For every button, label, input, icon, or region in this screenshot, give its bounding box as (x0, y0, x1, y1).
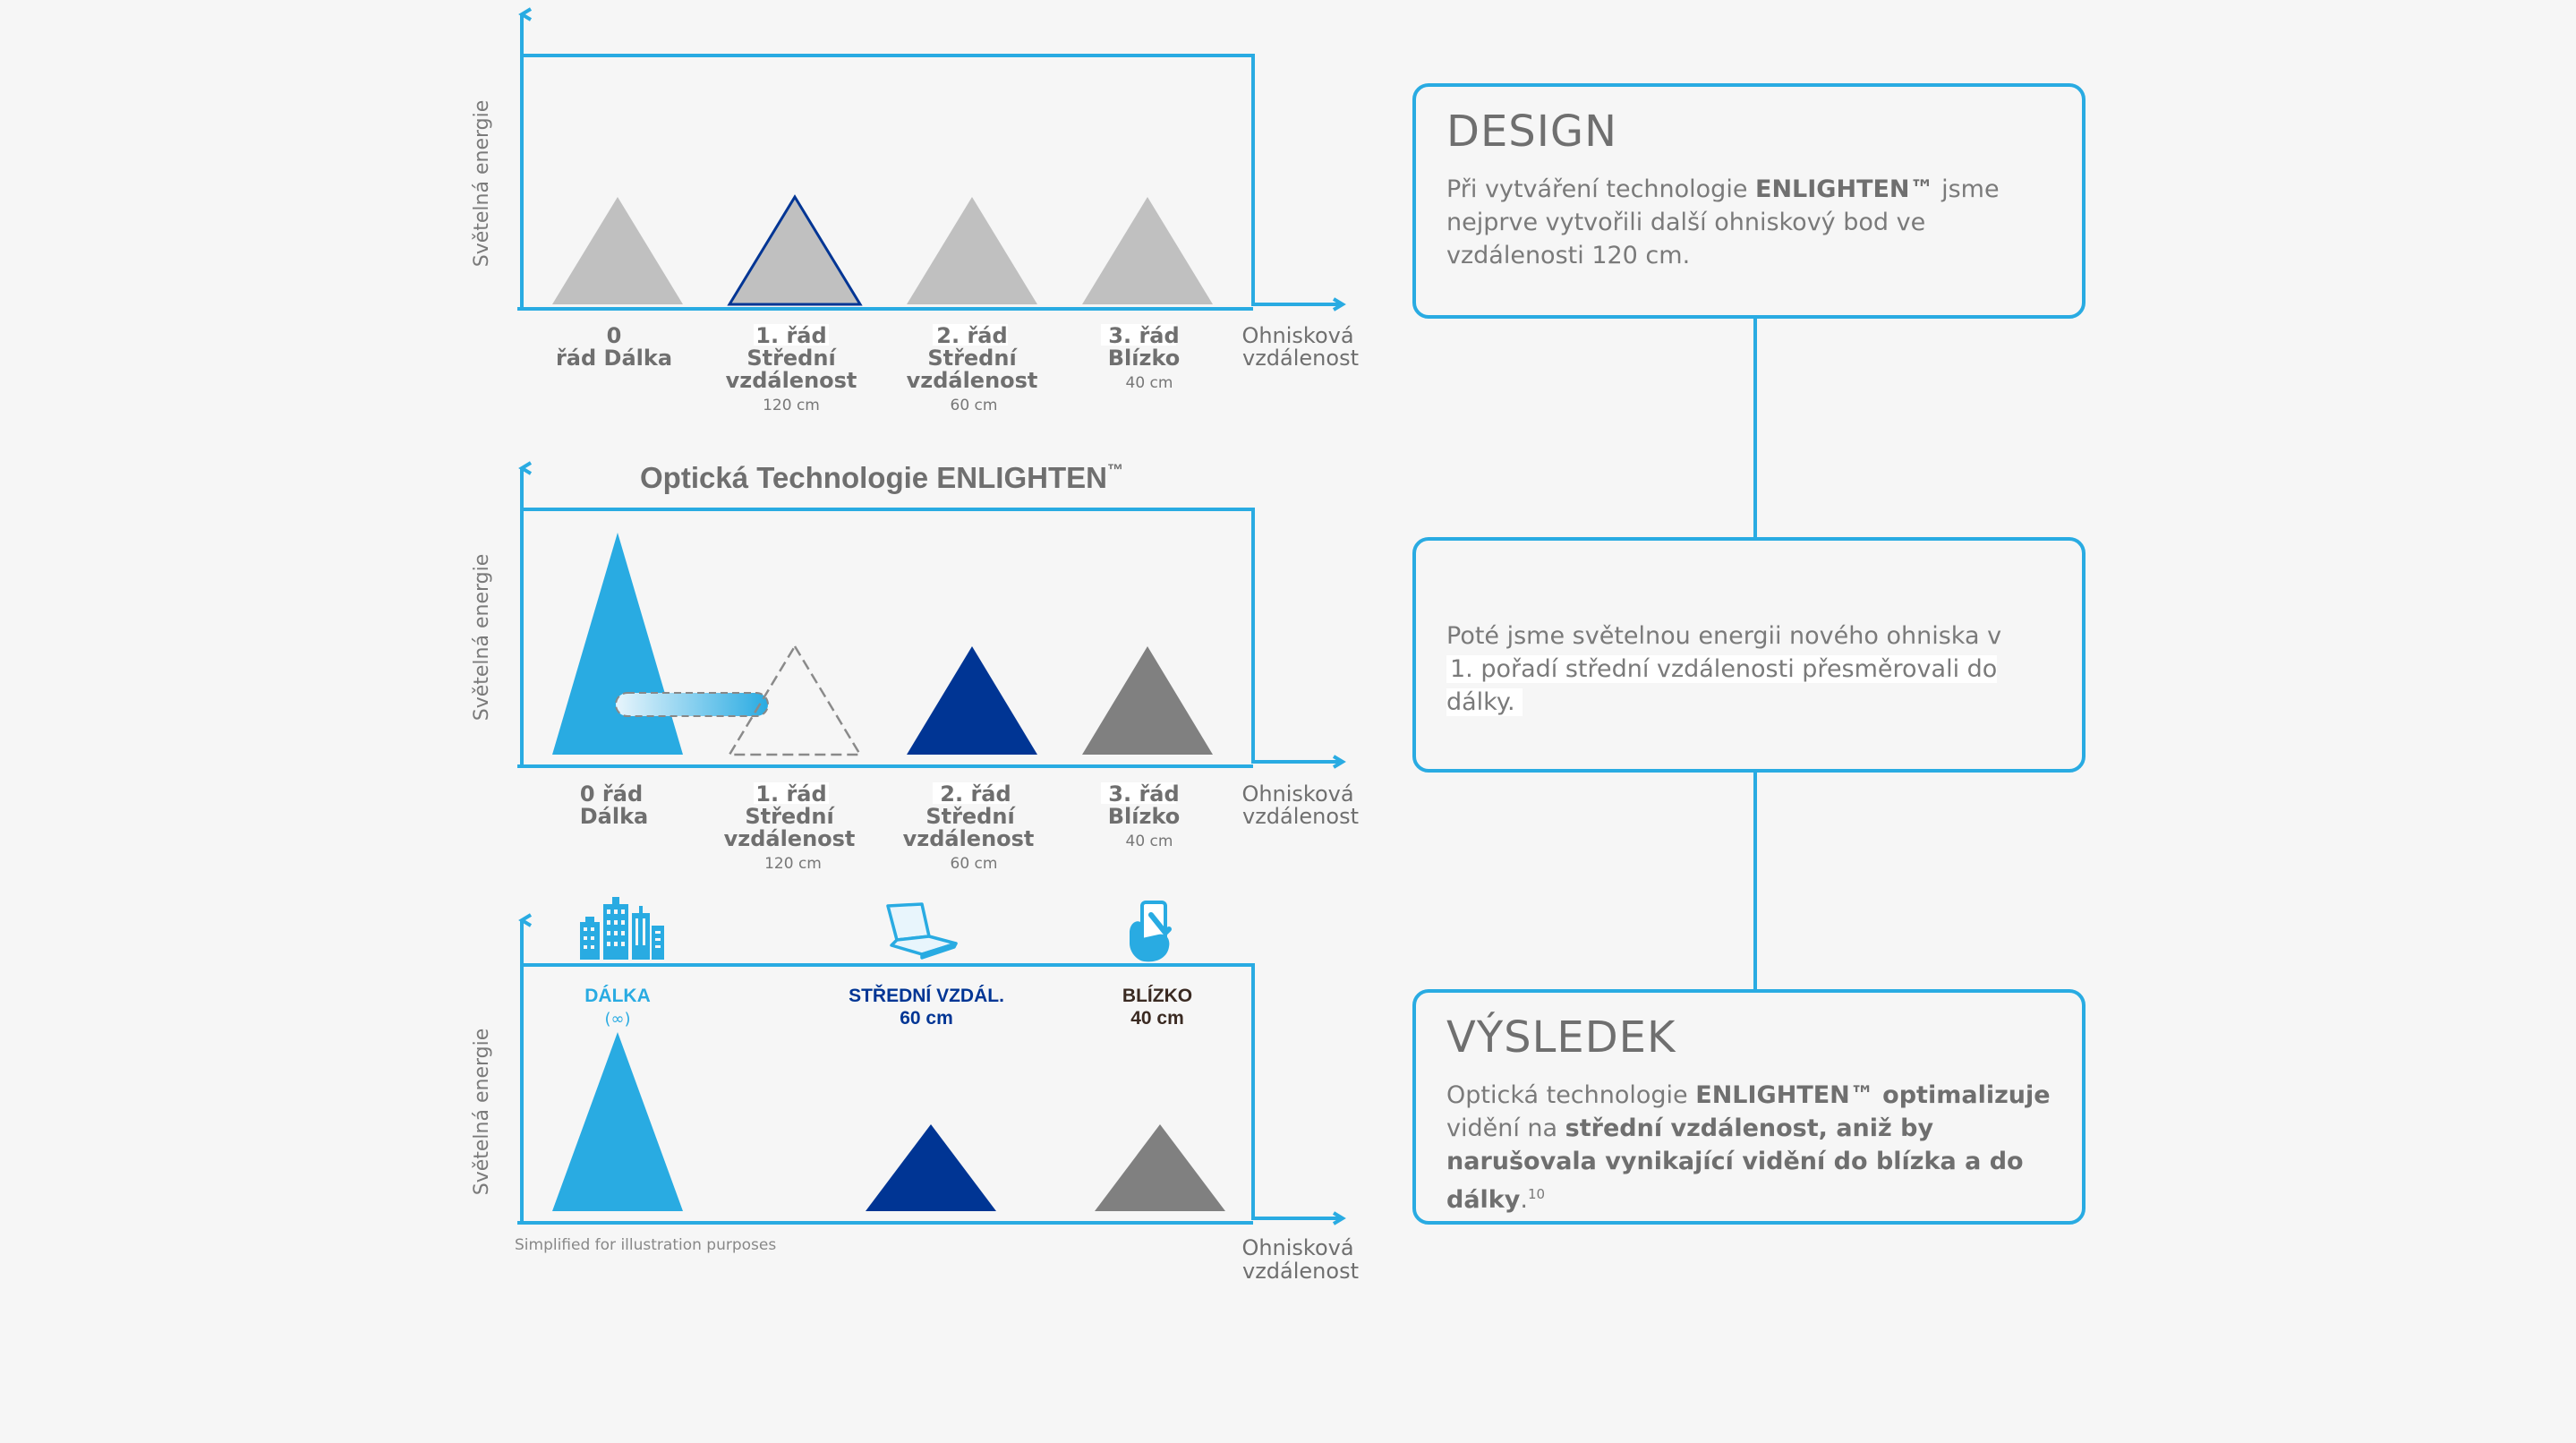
panel-1-order-3-line-2: Blízko (1108, 346, 1181, 371)
panel-2-y-axis-label: Světelná energie (471, 554, 493, 722)
panel-1-order-1-line-1: 1. řád (755, 323, 826, 348)
redirect-text: Poté jsme světelnou energii nového ohnis… (1446, 622, 2002, 716)
energy-redirect-beam (615, 692, 769, 717)
panel-1-order-3-peak (1082, 197, 1213, 304)
panel-2-order-1-line-2: Střední (745, 804, 835, 829)
panel-1-order-1-line-2: Střední (746, 346, 837, 371)
panel-1-order-2-line-2: Střední (927, 346, 1018, 371)
connector-line-2 (1753, 770, 1757, 992)
panel-1-frame (522, 54, 1346, 312)
panel-2-x-axis-label-1: Ohnisková (1241, 781, 1353, 807)
panel-1-order-2-peak (907, 197, 1037, 304)
zone-far-value: (∞) (604, 1010, 630, 1029)
result-heading: VÝSLEDEK (1446, 1012, 1676, 1063)
panel-1-y-axis-label: Světelná energie (471, 100, 493, 268)
panel-2-order-0-peak (552, 533, 683, 755)
panel-2-order-0-line-1: 0 řád (580, 781, 643, 807)
panel-3-intermediate-peak (866, 1124, 996, 1211)
panel-2-order-3-line-1: 3. řád (1108, 781, 1179, 807)
panel-2-order-1-distance: 120 cm (764, 855, 822, 873)
illustration-note: Simplified for illustration purposes (515, 1236, 776, 1254)
panel-3-far-peak (552, 1032, 683, 1211)
panel-2-order-3-distance: 40 cm (1126, 832, 1173, 850)
panel-3-near-peak (1095, 1124, 1225, 1211)
panel-2-order-2-distance: 60 cm (951, 855, 998, 873)
panel-2-order-3-peak (1082, 646, 1213, 755)
panel-1-order-0-peak (552, 197, 683, 304)
panel-1-x-axis-label-2: vzdálenost (1242, 346, 1359, 371)
panel-2-order-1-line-1: 1. řád (755, 781, 826, 807)
panel-1-order-2-line-1: 2. řád (936, 323, 1007, 348)
panel-2-order-0-line-2: Dálka (580, 804, 649, 829)
smartphone-hand-icon (1130, 901, 1172, 962)
design-heading: DESIGN (1446, 107, 1618, 157)
connector-line-1 (1753, 317, 1757, 539)
zone-intermediate-value: 60 cm (900, 1008, 953, 1029)
panel-2-frame (522, 508, 1346, 769)
result-text: Optická technologie ENLIGHTEN™ optimaliz… (1446, 1081, 2051, 1214)
design-box: DESIGN Při vytváření technologie ENLIGHT… (1412, 83, 2086, 319)
zone-near-value: 40 cm (1130, 1008, 1184, 1029)
panel-3-x-axis-label-1: Ohnisková (1241, 1235, 1353, 1260)
panel-3-x-axis-label-2: vzdálenost (1242, 1259, 1359, 1284)
panel-3-chart: Světelná energie (471, 897, 1359, 1284)
panel-1-order-0-line-2: řád Dálka (556, 346, 672, 371)
laptop-icon (886, 902, 958, 960)
panel-2-x-axis-label-2: vzdálenost (1242, 804, 1359, 829)
panel-3-frame (522, 963, 1346, 1225)
panel-1-order-1-peak (727, 194, 863, 306)
redirect-box: Poté jsme světelnou energii nového ohnis… (1412, 537, 2086, 773)
panel-2-order-2-peak (907, 646, 1037, 755)
design-text: Při vytváření technologie ENLIGHTEN™ jsm… (1446, 175, 2000, 269)
zone-far-label: DÁLKA (584, 986, 651, 1006)
panel-2-order-1-line-3: vzdálenost (724, 826, 856, 851)
panel-1-order-1-line-3: vzdálenost (726, 368, 857, 393)
panel-1-order-1-distance: 120 cm (763, 397, 820, 414)
panel-3-y-axis-label: Světelná energie (471, 1029, 493, 1196)
zone-near-label: BLÍZKO (1122, 986, 1192, 1006)
panel-1-order-3-distance: 40 cm (1126, 374, 1173, 392)
panel-2-order-2-line-1: 2. řád (940, 781, 1011, 807)
panel-1-order-0-line-1: 0 (607, 323, 622, 348)
panel-1-order-2-distance: 60 cm (951, 397, 998, 414)
panel-1-x-axis-label-1: Ohnisková (1241, 323, 1353, 348)
city-buildings-icon (580, 897, 664, 960)
panel-2-order-2-line-3: vzdálenost (903, 826, 1035, 851)
panel-1-chart: Světelná energie 0 řád Dálka 1. řád Stře… (471, 7, 1359, 414)
result-box: VÝSLEDEK Optická technologie ENLIGHTEN™ … (1412, 989, 2086, 1225)
panel-2-title: Optická Technologie ENLIGHTEN™ (640, 461, 1123, 494)
zone-intermediate-label: STŘEDNÍ VZDÁL. (849, 985, 1004, 1006)
panel-1-order-2-line-3: vzdálenost (907, 368, 1038, 393)
panel-2-chart: Optická Technologie ENLIGHTEN™ Světelná … (471, 461, 1359, 873)
panel-2-order-3-line-2: Blízko (1108, 804, 1181, 829)
panel-1-order-3-line-1: 3. řád (1108, 323, 1179, 348)
panel-2-order-2-line-2: Střední (925, 804, 1016, 829)
